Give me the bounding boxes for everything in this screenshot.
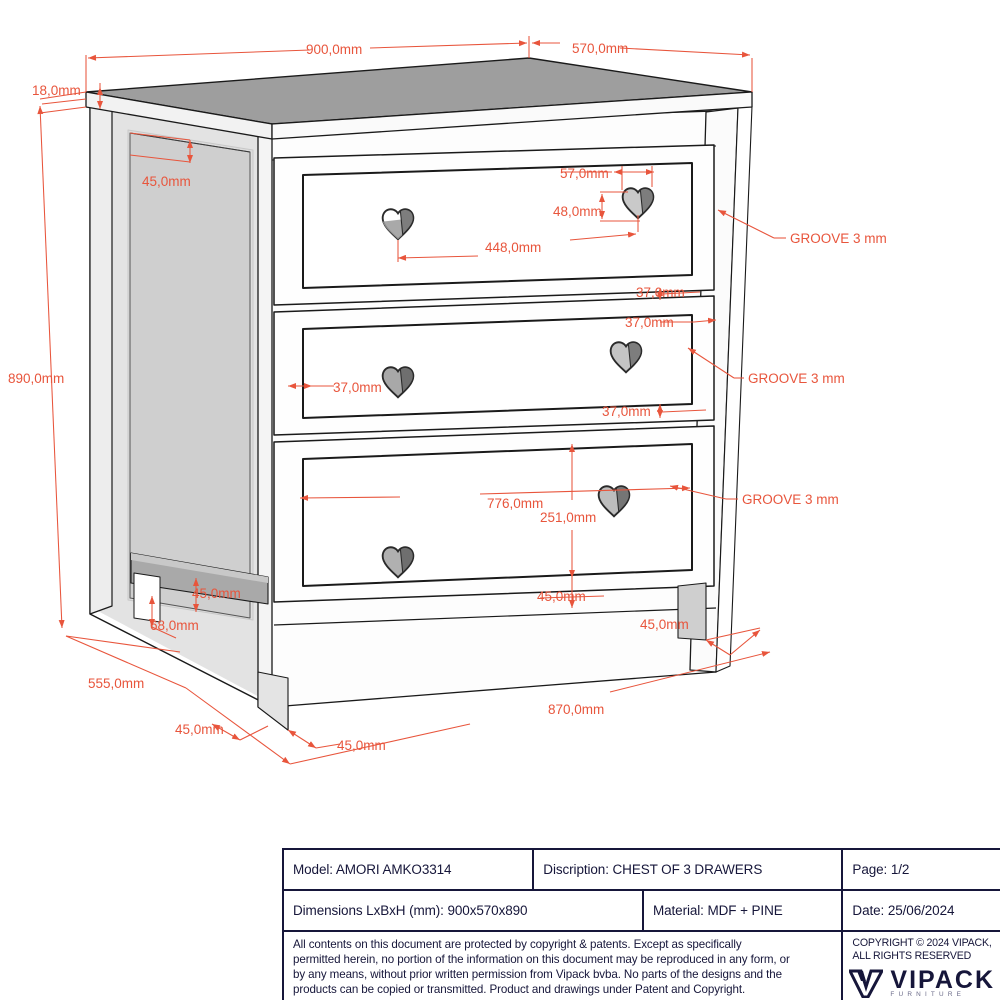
dim-drawer-height: 251,0mm [540, 510, 596, 525]
dim-drawer-width: 776,0mm [487, 496, 543, 511]
title-block-row-1: Model: AMORI AMKO3314 Discription: CHEST… [284, 850, 1000, 891]
callout-groove-top: GROOVE 3 mm [790, 231, 887, 246]
dimension-labels: 900,0mm 570,0mm 18,0mm 45,0mm 890,0mm 57… [8, 41, 689, 753]
drawer-panel-2 [302, 314, 693, 419]
dim-groove-inset-d: 37,0mm [602, 404, 651, 419]
legal-notice-cell: All contents on this document are protec… [284, 932, 844, 1000]
legal-line-4: products can be copied or transmitted. P… [293, 983, 746, 996]
left-foot [257, 671, 289, 731]
dim-width-top: 900,0mm [306, 42, 362, 57]
legal-line-3: by any means, without prior written perm… [293, 968, 782, 981]
dim-groove-inset-b: 37,0mm [625, 315, 674, 330]
rear-leg [89, 95, 113, 615]
dim-leg-width: 45,0mm [337, 738, 386, 753]
callout-groove-bottom: GROOVE 3 mm [742, 492, 839, 507]
top-right-edge [271, 91, 753, 140]
callout-groove-middle: GROOVE 3 mm [748, 371, 845, 386]
dim-top-thickness: 18,0mm [32, 83, 81, 98]
copyright-line-2: ALL RIGHTS RESERVED [852, 950, 972, 962]
copyright-cell: COPYRIGHT © 2024 VIPACK, ALL RIGHTS RESE… [843, 932, 1000, 1000]
left-foot-inner [133, 572, 161, 623]
dim-handle-width: 57,0mm [560, 166, 609, 181]
side-panel-recess-2 [129, 132, 251, 619]
cabinet-geometry [85, 57, 753, 731]
vipack-mark-icon [849, 969, 884, 998]
dim-bottom-rail: 45,0mm [537, 589, 586, 604]
logo-name: VIPACK [890, 966, 996, 994]
legal-line-1: All contents on this document are protec… [293, 938, 742, 951]
dim-leg-depth: 45,0mm [175, 722, 224, 737]
dim-plinth-height: 45,0mm [192, 586, 241, 601]
drawer-panel-1 [302, 162, 693, 289]
copyright-line-1: COPYRIGHT © 2024 VIPACK, [852, 937, 992, 949]
dim-depth-floor: 555,0mm [88, 676, 144, 691]
callout-labels: GROOVE 3 mm GROOVE 3 mm GROOVE 3 mm [742, 231, 887, 507]
dim-top-rail: 45,0mm [142, 174, 191, 189]
dimensions-text: Dimensions LxBxH (mm): 900x570x890 [293, 903, 528, 918]
callout-leaders [669, 209, 786, 500]
title-block: Model: AMORI AMKO3314 Discription: CHEST… [282, 848, 1000, 1000]
description-cell: Discription: CHEST OF 3 DRAWERS [534, 850, 844, 889]
model-cell: Model: AMORI AMKO3314 [284, 850, 535, 889]
isometric-drawing: 900,0mm 570,0mm 18,0mm 45,0mm 890,0mm 57… [8, 36, 887, 765]
title-block-row-3: All contents on this document are protec… [284, 932, 1000, 1000]
dim-plinth-clearance: 68,0mm [150, 618, 199, 633]
vipack-logo: VIPACK FURNITURE [849, 968, 995, 998]
title-block-row-2: Dimensions LxBxH (mm): 900x570x890 Mater… [284, 891, 1000, 932]
page-text: Page: 1/2 [852, 862, 910, 877]
model-text: Model: AMORI AMKO3314 [293, 862, 452, 877]
date-text: Date: 25/06/2024 [852, 903, 955, 918]
description-text: Discription: CHEST OF 3 DRAWERS [543, 862, 763, 877]
dim-handle-spacing: 448,0mm [485, 240, 541, 255]
material-text: Material: MDF + PINE [652, 903, 783, 918]
dimension-lines [37, 36, 771, 765]
handles [381, 187, 655, 579]
logo-tagline: FURNITURE [890, 991, 966, 998]
legal-line-2: permitted herein, no portion of the info… [293, 953, 790, 966]
dim-depth-top: 570,0mm [572, 41, 628, 56]
dim-handle-height: 48,0mm [553, 204, 602, 219]
date-cell: Date: 25/06/2024 [843, 891, 1000, 930]
material-cell: Material: MDF + PINE [644, 891, 844, 930]
side-plinth-top [131, 553, 268, 583]
dim-leg-offset-right: 45,0mm [640, 617, 689, 632]
dim-groove-inset-c: 37,0mm [333, 380, 382, 395]
dim-total-height: 890,0mm [8, 371, 64, 386]
bottom-rail-line [273, 607, 717, 626]
drawer-panel-3 [302, 443, 693, 587]
dim-groove-inset-a: 37,0mm [636, 285, 685, 300]
dimensions-cell: Dimensions LxBxH (mm): 900x570x890 [284, 891, 644, 930]
dim-width-floor: 870,0mm [548, 702, 604, 717]
page-cell: Page: 1/2 [843, 850, 1000, 889]
